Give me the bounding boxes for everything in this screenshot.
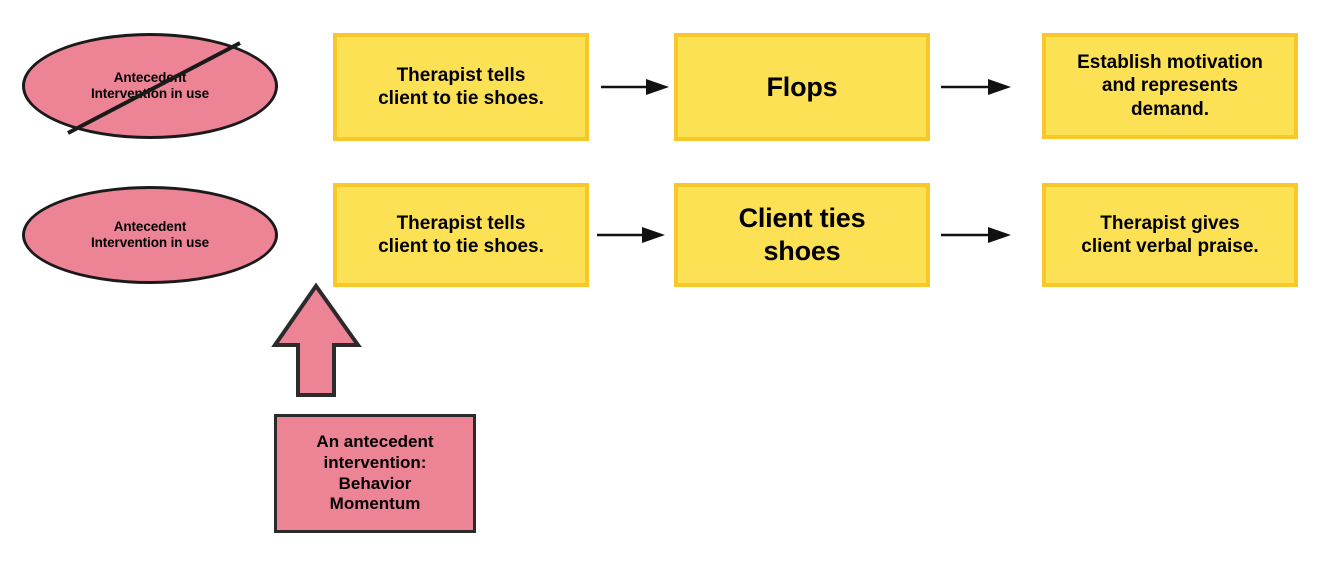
connector-arrow-row1-1 xyxy=(601,79,669,95)
antecedent-condition-ellipse-row1: Antecedent Intervention in use xyxy=(22,33,278,139)
callout-box-behavior-momentum: An antecedent intervention: Behavior Mom… xyxy=(274,414,476,533)
connector-arrow-row2-2 xyxy=(941,227,1011,243)
connector-arrow-row1-2 xyxy=(941,79,1011,95)
antecedent-condition-ellipse-row2: Antecedent Intervention in use xyxy=(22,186,278,284)
step-box-row2-antecedent: Therapist tells client to tie shoes. xyxy=(333,183,589,287)
step-box-row2-behavior: Client ties shoes xyxy=(674,183,930,287)
step-box-row2-consequence: Therapist gives client verbal praise. xyxy=(1042,183,1298,287)
step-box-row1-behavior: Flops xyxy=(674,33,930,141)
step-box-row1-consequence: Establish motivation and represents dema… xyxy=(1042,33,1298,139)
step-box-row1-antecedent: Therapist tells client to tie shoes. xyxy=(333,33,589,141)
up-arrow-icon xyxy=(271,282,362,397)
connector-arrow-row2-1 xyxy=(597,227,665,243)
